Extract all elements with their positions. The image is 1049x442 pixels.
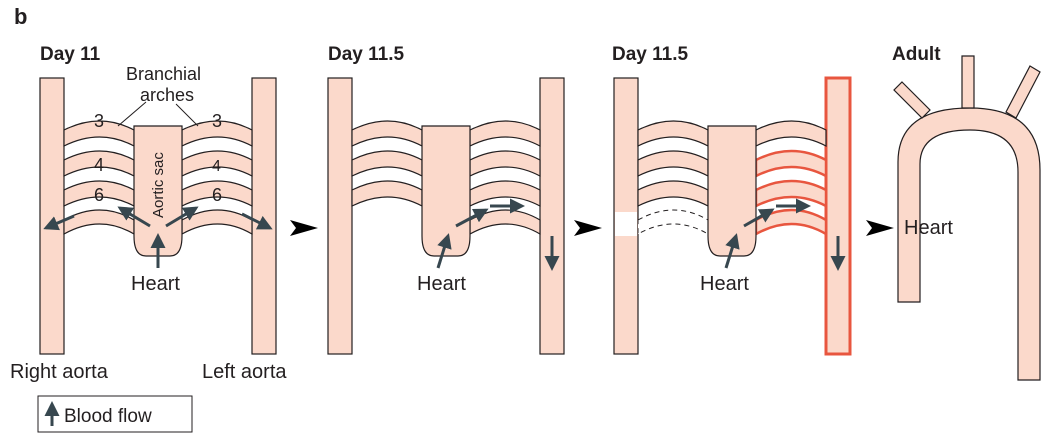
- branchial-arches-label: arches: [140, 85, 194, 105]
- arch-number: 6: [94, 185, 104, 205]
- arch-number: 3: [94, 111, 104, 131]
- arch-3-right: [470, 121, 540, 146]
- right-aorta-vessel: [328, 78, 352, 354]
- aortic-sac-label: Aortic sac: [150, 152, 167, 218]
- legend-blood-flow-label: Blood flow: [64, 406, 152, 427]
- panel-title: Adult: [892, 44, 941, 65]
- dorsal-arch-right: [182, 210, 252, 234]
- arch-4-right-highlighted: [756, 151, 826, 176]
- arch-3-left: [638, 121, 708, 146]
- legend: Blood flow: [38, 396, 192, 432]
- transition-arrow: [574, 220, 602, 236]
- left-aorta-vessel: [540, 78, 564, 354]
- panel-title: Day 11.5: [612, 44, 688, 65]
- arch-number: 4: [212, 158, 221, 175]
- transition-arrow: [290, 220, 318, 236]
- arch-3-right: [756, 121, 826, 146]
- left-aorta-vessel-highlighted: [826, 78, 850, 354]
- aortic-sac-shape: [422, 126, 470, 256]
- panel-title: Day 11: [40, 44, 101, 65]
- subclavian-branch: [1006, 66, 1040, 118]
- arch-3-left: [352, 121, 422, 146]
- right-aorta-vessel: [40, 78, 64, 354]
- transition-arrow: [866, 220, 894, 236]
- dorsal-arch-left-regressed: [638, 210, 708, 234]
- dorsal-arch-left: [64, 210, 134, 234]
- heart-label: Heart: [131, 273, 180, 295]
- panel-title: Day 11.5: [328, 44, 404, 65]
- brachiocephalic-branch: [894, 82, 930, 118]
- heart-label: Heart: [417, 273, 466, 295]
- adult-aortic-arch: [898, 108, 1040, 380]
- arch-number: 3: [212, 111, 222, 131]
- arch-4-left: [638, 151, 708, 176]
- heart-label: Heart: [904, 217, 953, 239]
- branchial-arches-label: Branchial: [126, 64, 201, 84]
- arch-6-right-highlighted: [756, 181, 826, 206]
- panel-letter: b: [14, 4, 27, 29]
- right-aorta-gap: [615, 212, 637, 236]
- leader-line: [118, 102, 146, 126]
- arch-4-left: [352, 151, 422, 176]
- arch-4-right: [470, 151, 540, 176]
- arch-6-left-regressed: [638, 181, 708, 206]
- arch-number: 4: [94, 155, 104, 175]
- left-aorta-label: Left aorta: [202, 361, 287, 383]
- left-aorta-vessel: [252, 78, 276, 354]
- leader-line: [176, 104, 198, 126]
- heart-label: Heart: [700, 273, 749, 295]
- right-aorta-label: Right aorta: [10, 361, 109, 383]
- panel-day-11-5-b: [614, 78, 850, 354]
- arch-6-right: [470, 181, 540, 206]
- panel-day-11-5-a: [328, 78, 564, 354]
- arch-number: 6: [212, 185, 222, 205]
- carotid-branch: [962, 56, 974, 108]
- aortic-sac-shape: [708, 126, 756, 256]
- arch-6-left: [352, 181, 422, 206]
